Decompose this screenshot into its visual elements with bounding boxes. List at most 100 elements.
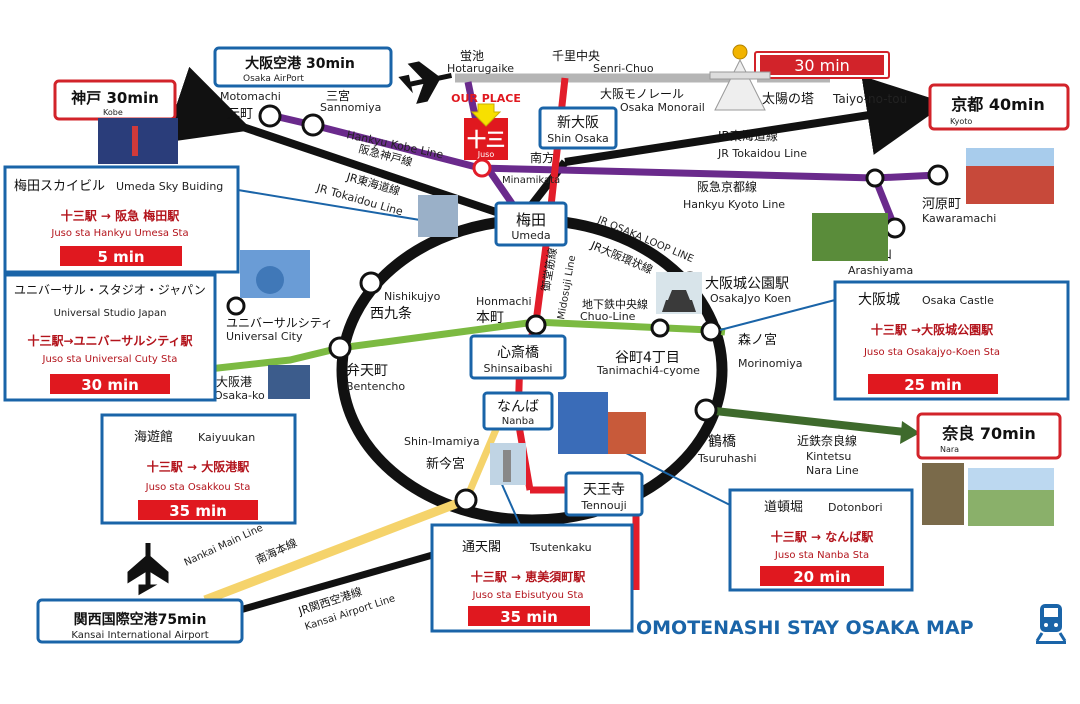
kaiyuukan-title-en: Kaiyuukan <box>198 431 255 444</box>
nara-title: 奈良 70min <box>941 424 1035 443</box>
tsutenkaku-photo-tower <box>503 450 511 482</box>
umeda-sky-photo <box>418 195 458 237</box>
airplane-icon <box>398 61 453 104</box>
dotonbori-route-jp: 十三駅 → なんば駅 <box>771 529 874 544</box>
umeda-box[interactable] <box>494 201 568 247</box>
morinomiya-en: Morinomiya <box>738 357 803 370</box>
station-dot-morinomiya[interactable] <box>700 320 722 342</box>
kintetsu-line <box>705 406 906 436</box>
shinsaibashi-jp: 心斎橋 <box>497 344 539 361</box>
motomachi-jp: 元町 <box>227 107 253 122</box>
kyoto-box[interactable] <box>928 83 1070 131</box>
shin-osaka-box[interactable] <box>538 106 618 150</box>
chuo-jp: 地下鉄中央線 <box>582 297 648 311</box>
nara-photo-left <box>922 463 964 525</box>
umeda-sky-route-jp: 十三駅 → 阪急 梅田駅 <box>61 208 181 223</box>
tsutenkaku-title-en: Tsutenkaku <box>529 541 592 554</box>
kobe-photo-tower <box>132 126 138 156</box>
station-dot-hankyu-katsura[interactable] <box>865 168 885 188</box>
honmachi-en: Honmachi <box>476 295 532 308</box>
tennouji-jp: 天王寺 <box>583 482 625 498</box>
info-box-umeda-sky[interactable]: 梅田スカイビル Umeda Sky Buiding 十三駅 → 阪急 梅田駅 J… <box>3 165 421 274</box>
universal-city-jp: ユニバーサルシティ <box>226 316 333 330</box>
juso-en: Juso <box>477 150 495 159</box>
station-dot-nishikujyo[interactable] <box>359 271 383 295</box>
universal-city-en: Universal City <box>226 330 303 343</box>
info-box-dotonbori[interactable]: 道頓堀 Dotonbori 十三駅 → なんば駅 Juso sta Nanba … <box>599 439 914 592</box>
sannomiya-jp: 三宮 <box>326 88 350 103</box>
station-dot-sannomiya[interactable] <box>301 113 325 137</box>
kobe-en: Kobe <box>103 108 123 117</box>
tsuruhashi-jp: 鶴橋 <box>708 433 736 450</box>
info-box-tsutenkaku[interactable]: 通天閣 Tsutenkaku 十三駅 → 恵美須町駅 Juso sta Ebis… <box>430 479 634 633</box>
kintetsu-en1: Kintetsu <box>806 450 851 463</box>
morinomiya-jp: 森ノ宮 <box>738 332 777 348</box>
kawaramachi-jp: 河原町 <box>922 197 961 212</box>
tsuruhashi-en: Tsuruhashi <box>697 452 757 465</box>
arrow-down-icon <box>470 103 502 127</box>
usj-photo-globe <box>256 266 284 294</box>
station-dot-arashiyama[interactable] <box>884 217 906 239</box>
kansai-airport-jp: 関西国際空港 <box>74 611 159 628</box>
juso-jp: 十三 <box>467 128 505 151</box>
station-dot-tanimachi[interactable] <box>650 318 670 338</box>
senri-chuo-jp: 千里中央 <box>552 48 600 63</box>
kawaramachi-en: Kawaramachi <box>922 212 996 225</box>
station-dot-shin-imamiya[interactable] <box>454 488 478 512</box>
taiyo-en: Taiyo-no-tou <box>832 92 907 106</box>
kobe-title: 神戸 30min <box>71 89 159 107</box>
nankai-line <box>203 495 468 605</box>
osakako-jp: 大阪港 <box>216 375 252 389</box>
osaka-castle-time: 25 min <box>904 376 962 394</box>
kintetsu-arrowhead <box>900 421 920 444</box>
shin-imamiya-en: Shin-Imamiya <box>404 435 480 448</box>
shinsaibashi-box[interactable] <box>469 334 567 380</box>
bentencho-jp: 弁天町 <box>346 363 388 379</box>
nara-jp: 奈良 <box>941 424 974 443</box>
station-dot-juso[interactable] <box>472 158 492 178</box>
taiyo-jp: 太陽の塔 <box>762 92 814 107</box>
station-dot-honmachi[interactable] <box>525 314 547 336</box>
info-box-kaiyuukan[interactable]: 海遊館 Kaiyuukan 十三駅 → 大阪港駅 Juso sta Osakko… <box>100 413 297 525</box>
dotonbori-photo <box>558 392 608 454</box>
kansai-airport-box[interactable] <box>36 598 244 644</box>
nara-en: Nara <box>940 445 959 454</box>
hotarugaike-jp: 蛍池 <box>460 49 484 63</box>
nishikujyo-en: Nishikujyo <box>384 290 441 303</box>
osaka-castle-route-en: Juso sta Osakajyo-Koen Sta <box>863 347 1000 358</box>
dotonbori-title-en: Dotonbori <box>828 501 883 514</box>
tanimachi-jp: 谷町4丁目 <box>615 350 680 366</box>
osaka-airport-title: 大阪空港 30min <box>245 55 355 72</box>
station-dot-bentencho[interactable] <box>328 336 352 360</box>
umeda-sky-time: 5 min <box>97 248 144 266</box>
info-box-usj[interactable]: ユニバーサル・スタジオ・ジャパン Universal Studio Japan … <box>3 273 217 402</box>
station-dot-universal-city[interactable] <box>226 296 246 316</box>
nara-photo-sky <box>968 468 1054 490</box>
nara-box[interactable] <box>916 412 1062 460</box>
kintetsu-en2: Nara Line <box>806 464 859 477</box>
osaka-airport-en: Osaka AirPort <box>243 74 304 84</box>
info-box-osaka-castle[interactable]: 大阪城 Osaka Castle 十三駅 →大阪城公園駅 Juso sta Os… <box>719 280 1070 401</box>
jr-tokaido-east-en: JR Tokaidou Line <box>717 147 807 160</box>
kaiyuukan-title-jp: 海遊館 <box>134 430 173 445</box>
umeda-sky-route-en: Juso sta Hankyu Umesa Sta <box>50 228 188 239</box>
airplane-icon-kansai <box>127 543 169 596</box>
tennouji-box[interactable] <box>564 471 644 517</box>
minamikata-jp: 南方 <box>530 150 554 165</box>
chuo-en: Chuo-Line <box>580 310 636 323</box>
osaka-castle-title-jp: 大阪城 <box>858 292 900 308</box>
nanba-box[interactable] <box>482 391 554 431</box>
osaka-airport-box[interactable] <box>213 46 393 88</box>
kyoto-jp: 京都 <box>951 95 983 114</box>
our-place-label: OUR PLACE <box>451 92 521 105</box>
station-dot-kawaramachi[interactable] <box>927 164 949 186</box>
map-title: OMOTENASHI STAY OSAKA MAP <box>636 617 974 639</box>
kyoto-title: 京都 40min <box>951 95 1044 114</box>
station-dot-tsuruhashi[interactable] <box>694 398 718 422</box>
station-dot-motomachi[interactable] <box>258 104 282 128</box>
honmachi-jp: 本町 <box>476 310 504 326</box>
kintetsu-jp: 近鉄奈良線 <box>797 433 857 448</box>
tsutenkaku-route-jp: 十三駅 → 恵美須町駅 <box>471 569 586 584</box>
osaka-castle-route-jp: 十三駅 →大阪城公園駅 <box>871 322 994 337</box>
shin-osaka-en: Shin Osaka <box>547 132 609 145</box>
